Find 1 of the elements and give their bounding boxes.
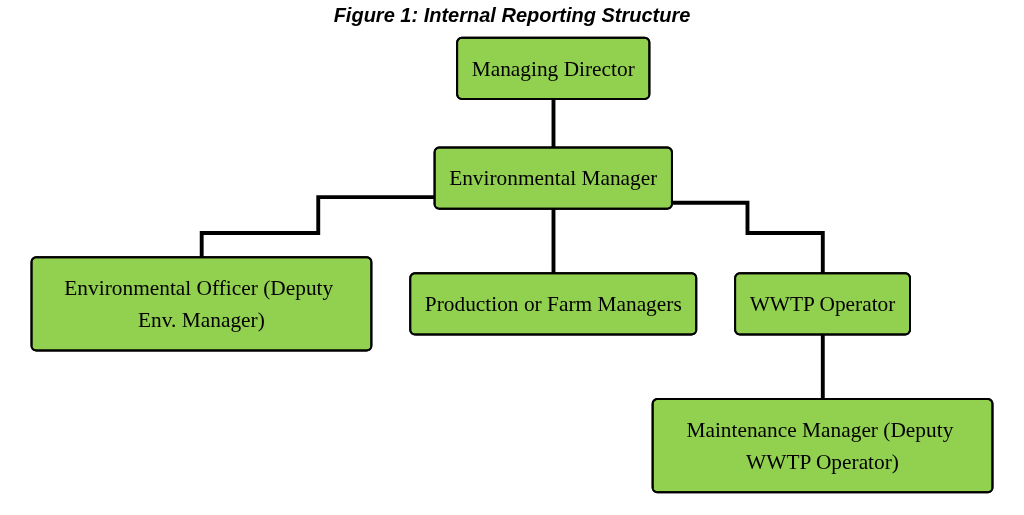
figure-title: Figure 1: Internal Reporting Structure [332,4,692,27]
